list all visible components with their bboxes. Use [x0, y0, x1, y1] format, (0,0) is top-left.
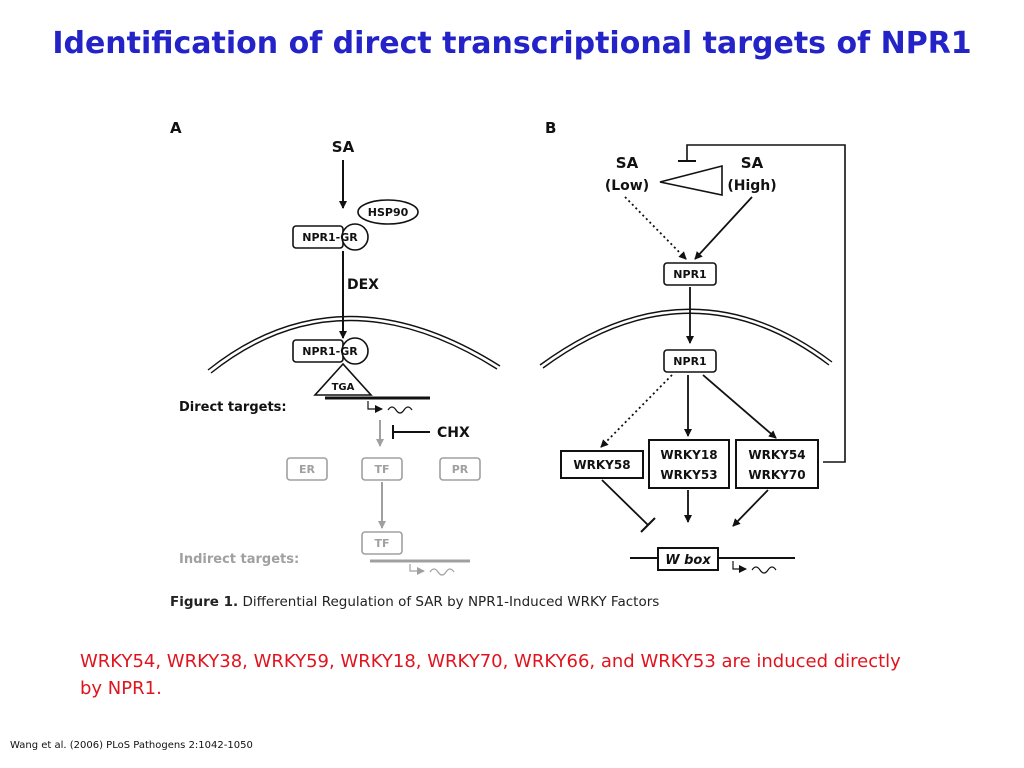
nuclear-membrane-a	[207, 315, 501, 371]
wbox-label: W box	[665, 553, 711, 568]
er-box	[286, 457, 328, 481]
hsp90-label: HSP90	[368, 206, 409, 219]
wrky54-label: WRKY54	[748, 448, 805, 462]
tf-box-1	[361, 457, 403, 481]
wrky53-label: WRKY53	[660, 468, 717, 482]
chx-label: CHX	[437, 425, 470, 441]
wrky70-label: WRKY70	[748, 468, 805, 482]
npr1-box-top	[663, 262, 717, 286]
er-label: ER	[299, 463, 316, 476]
reference-citation: Wang et al. (2006) PLoS Pathogens 2:1042…	[10, 740, 253, 751]
sa-low-label: SA	[616, 154, 639, 172]
wrky58-label: WRKY58	[573, 458, 630, 472]
sa-high-label: SA	[741, 154, 764, 172]
feedback-line	[686, 144, 846, 463]
sa-label: SA	[332, 138, 355, 156]
hsp90-ellipse	[357, 199, 419, 225]
npr1-label-top: NPR1	[673, 268, 706, 281]
high-label: (High)	[727, 178, 776, 194]
npr1-box-nuc	[663, 349, 717, 373]
wrky18-label: WRKY18	[660, 448, 717, 462]
tf-box-2	[361, 531, 403, 555]
pr-label: PR	[452, 463, 469, 476]
wrky54-70-box	[735, 439, 819, 489]
wbox-box	[657, 547, 719, 571]
figure-caption: Figure 1. Differential Regulation of SAR…	[170, 594, 659, 610]
npr1-gr-label-top: NPR1-GR	[302, 231, 358, 244]
slide-title: Identification of direct transcriptional…	[52, 26, 972, 61]
direct-targets-label: Direct targets:	[179, 400, 287, 415]
panel-a: A SA HSP90 NPR1-GR DEX NPR1-GR TGA Direc…	[170, 119, 501, 576]
panel-a-label: A	[170, 119, 182, 137]
wrky58-box	[560, 450, 644, 479]
tf-label-2: TF	[374, 537, 389, 550]
low-label: (Low)	[605, 178, 649, 194]
panel-b-label: B	[545, 119, 556, 137]
indirect-targets-label: Indirect targets:	[179, 552, 299, 567]
pr-box	[439, 457, 481, 481]
npr1-gr-label-nuc: NPR1-GR	[302, 345, 358, 358]
panel-b: B SA (Low) SA (High) NPR1 NPR1 WRKY58 WR…	[539, 119, 846, 574]
figure-caption-text: Differential Regulation of SAR by NPR1-I…	[242, 594, 660, 610]
figure-caption-label: Figure 1.	[170, 594, 239, 610]
npr1-label-nuc: NPR1	[673, 355, 706, 368]
tga-triangle	[313, 362, 373, 396]
dex-label: DEX	[347, 277, 379, 293]
tga-label: TGA	[332, 382, 355, 393]
tf-label-1: TF	[374, 463, 389, 476]
nuclear-membrane-b	[539, 308, 833, 366]
wrky18-53-box	[648, 439, 730, 489]
sa-gradient-wedge	[659, 164, 723, 196]
wrky-induction-note: WRKY54, WRKY38, WRKY59, WRKY18, WRKY70, …	[80, 651, 901, 699]
